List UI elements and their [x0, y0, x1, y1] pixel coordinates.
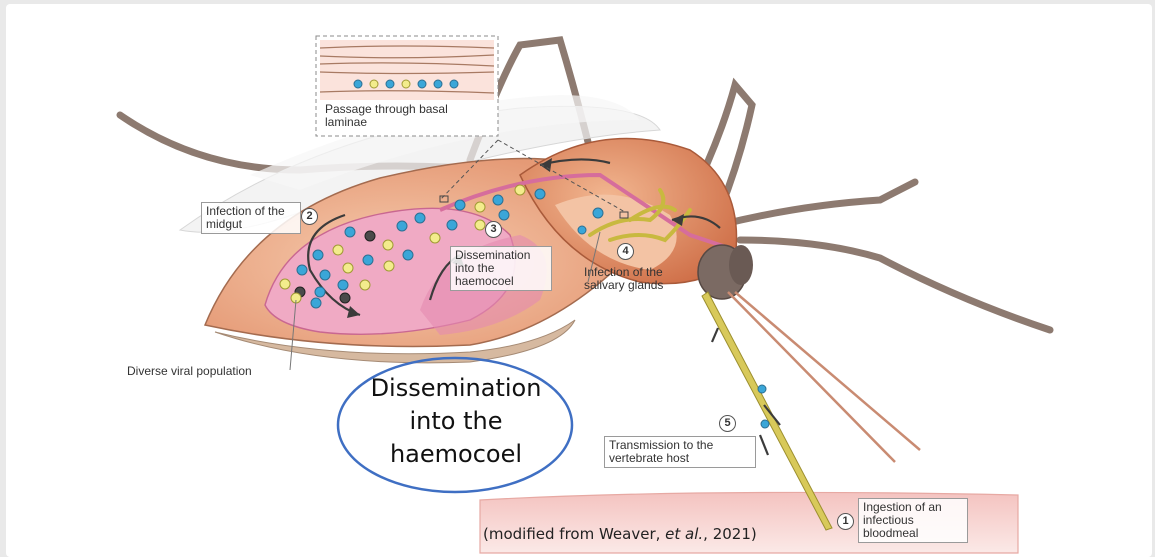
citation-after: , 2021)	[703, 525, 757, 543]
label-infection-midgut: Infection of the midgut	[201, 202, 301, 234]
step-5-badge: 5	[719, 415, 736, 432]
label-diverse-population: Diverse viral population	[127, 365, 252, 378]
citation-before: (modified from Weaver,	[483, 525, 665, 543]
step-2-badge: 2	[301, 208, 318, 225]
label-transmission: Transmission to the vertebrate host	[604, 436, 756, 468]
label-passage: Passage through basal laminae	[325, 103, 455, 129]
citation-italic: et al.	[665, 525, 703, 543]
mosquito-palps	[728, 292, 920, 462]
label-dissemination: Dissemination into the haemocoel	[450, 246, 552, 291]
step-3-badge: 3	[485, 221, 502, 238]
step-4-badge: 4	[617, 243, 634, 260]
mosquito-eye	[729, 245, 753, 285]
callout-text: Dissemination into the haemocoel	[356, 372, 556, 471]
step-1-badge: 1	[837, 513, 854, 530]
label-ingestion: Ingestion of an infectious bloodmeal	[858, 498, 968, 543]
citation: (modified from Weaver, et al., 2021)	[483, 525, 757, 543]
label-infection-salivary: Infection of the salivary glands	[584, 266, 664, 292]
